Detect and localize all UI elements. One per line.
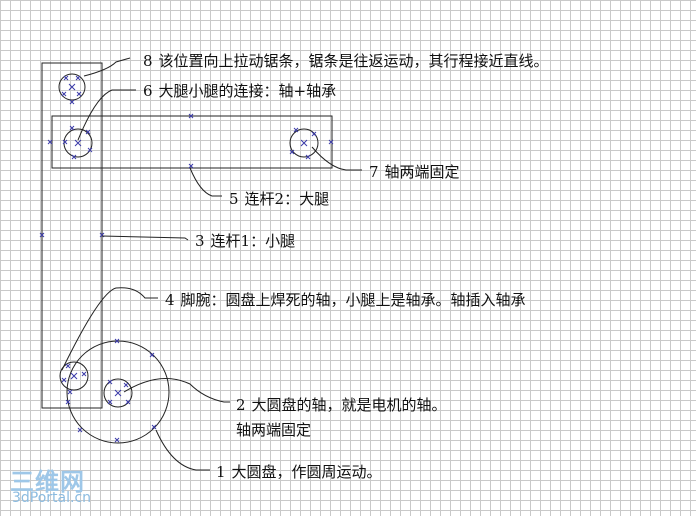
leader-2	[123, 378, 230, 403]
disc-axle	[103, 378, 133, 408]
link-2-thigh	[51, 115, 333, 169]
leader-3	[101, 235, 189, 241]
leader-5	[189, 167, 222, 197]
leader-6	[77, 89, 136, 141]
joint-top	[58, 73, 86, 101]
link-1-shank	[41, 62, 103, 409]
joint-ankle	[59, 361, 89, 391]
label-2-line2: 轴两端固定	[236, 421, 312, 439]
joint-fixed-axle	[289, 128, 319, 158]
large-disc	[66, 340, 170, 444]
point-markers	[39, 75, 334, 443]
watermark-logo-text: 三维网	[10, 468, 85, 496]
watermark-site: 3dPortal.cn	[12, 490, 92, 506]
leader-lines	[61, 57, 362, 471]
watermark-logo: 三维网 3dPortal.cn	[2, 462, 112, 514]
leader-4	[61, 287, 158, 371]
leader-1	[155, 429, 210, 471]
leader-8	[83, 57, 131, 77]
mechanism-parts	[41, 62, 333, 444]
leader-7	[311, 146, 362, 171]
